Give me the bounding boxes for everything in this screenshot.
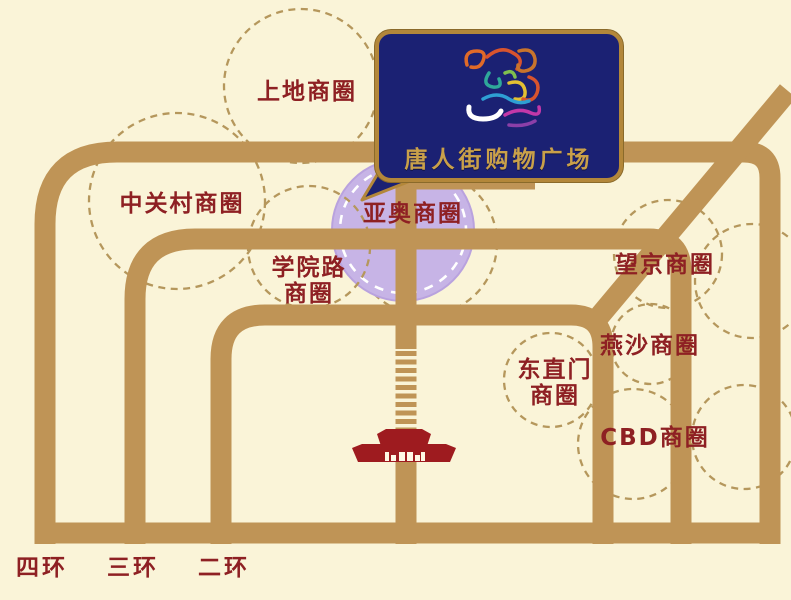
third-ring-road <box>124 228 692 544</box>
district-label-yaao: 亚奥商圈 <box>363 201 463 227</box>
ring-roads <box>34 84 791 544</box>
district-label-wangjing: 望京商圈 <box>615 252 715 278</box>
ring-label-second: 二环 <box>198 555 250 581</box>
east-dashed-circle-lower <box>690 383 791 491</box>
district-label-zhongguancun: 中关村商圈 <box>119 191 245 217</box>
mall-callout: 唐人街购物广场 <box>375 30 623 182</box>
dragon-swirl-logo <box>464 48 542 128</box>
ring-label-third: 三环 <box>107 555 159 581</box>
airport-expressway <box>583 84 791 332</box>
district-label-yansha: 燕沙商圈 <box>600 333 700 359</box>
east-dashed-circle-upper <box>693 222 791 340</box>
ring-label-fourth: 四环 <box>16 555 68 581</box>
district-label-dongzhimen: 东直门商圈 <box>517 357 593 409</box>
zhongguancun-dashed-circle <box>87 111 267 291</box>
wangjing-dashed-circle <box>612 198 724 310</box>
district-label-shangdi: 上地商圈 <box>257 79 357 105</box>
fourth-ring-road <box>34 141 781 544</box>
second-ring-road <box>210 304 614 544</box>
district-label-cbd: CBD商圈 <box>600 425 710 451</box>
mall-name: 唐人街购物广场 <box>404 147 594 173</box>
district-label-xueyuanlu: 学院路商圈 <box>271 255 347 307</box>
tiananmen-gate-icon <box>352 429 456 462</box>
